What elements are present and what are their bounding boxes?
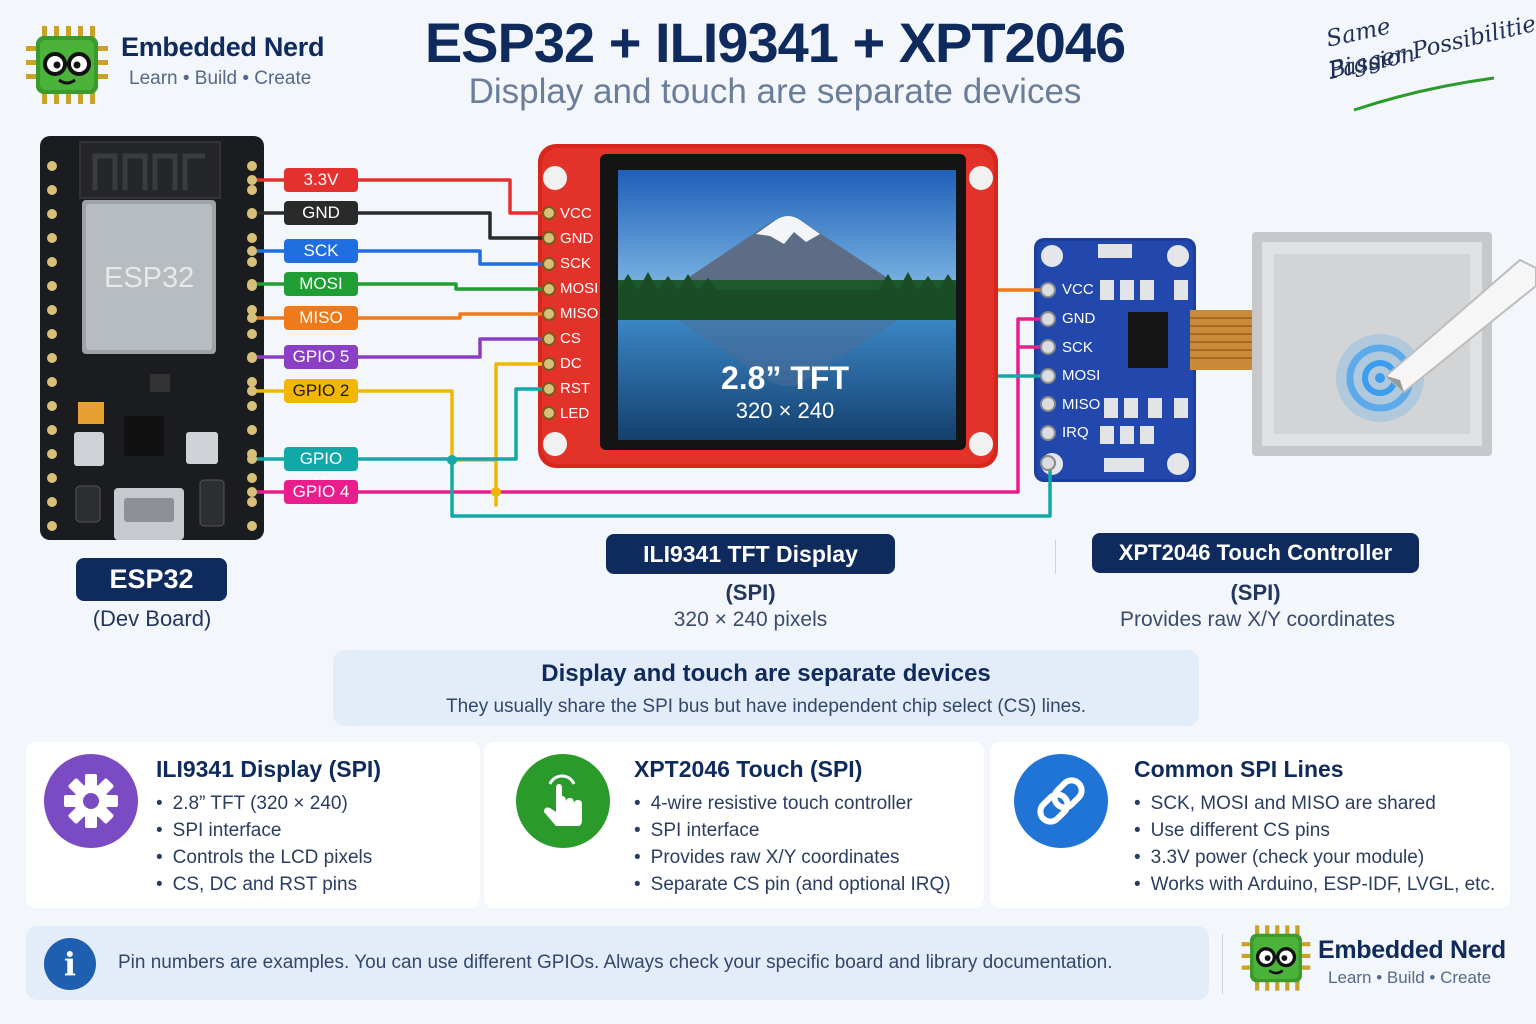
wire-junction <box>447 455 457 465</box>
tft-pin-vcc: VCC <box>560 205 592 222</box>
card-ili9341: ILI9341 Display (SPI) 2.8” TFT (320 × 24… <box>26 742 480 908</box>
divider <box>1055 540 1056 574</box>
brand-tagline: Learn • Build • Create <box>129 68 312 89</box>
tft-pin-led: LED <box>560 405 590 422</box>
wire-touch-irq <box>450 460 1052 518</box>
info-icon: i <box>44 938 96 990</box>
esp32-chip-label: ESP32 <box>104 262 195 294</box>
brand-logo-bottom <box>1240 922 1312 994</box>
touch-pin-miso: MISO <box>1062 396 1101 413</box>
brand-tagline-footer: Learn • Build • Create <box>1328 968 1492 987</box>
chip-mascot-icon <box>1241 925 1311 991</box>
wire-label-gpio-5: GPIO 5 <box>284 345 358 369</box>
tft-badge: ILI9341 TFT Display <box>606 534 895 574</box>
touch-panel <box>1190 230 1536 460</box>
page-subtitle: Display and touch are separate devices <box>468 72 1082 111</box>
note-text: They usually share the SPI bus but have … <box>445 696 1087 717</box>
card-common-spi-item: Works with Arduino, ESP-IDF, LVGL, etc. <box>1134 871 1496 898</box>
card-common-spi-title: Common SPI Lines <box>1134 756 1344 782</box>
wire-label-mosi: MOSI <box>284 272 358 296</box>
card-common-spi-item: SCK, MOSI and MISO are shared <box>1134 790 1495 817</box>
wire-label-gpio-2: GPIO 2 <box>284 379 358 403</box>
info-note: Display and touch are separate devices T… <box>333 650 1199 726</box>
link-icon <box>1014 754 1108 848</box>
esp32-board <box>40 136 264 540</box>
card-xpt2046-item: SPI interface <box>634 817 951 844</box>
chip-mascot-icon <box>26 26 108 104</box>
script-underline <box>1353 76 1495 112</box>
tft-screen-title: 2.8” TFT <box>720 360 849 396</box>
esp32-badge: ESP32 <box>76 558 227 601</box>
card-common-spi: Common SPI Lines SCK, MOSI and MISO are … <box>990 742 1510 908</box>
touch-hand-icon <box>516 754 610 848</box>
footer-note: i Pin numbers are examples. You can use … <box>26 926 1209 1000</box>
wire-junction <box>491 487 501 497</box>
tft-pin-rst: RST <box>560 380 590 397</box>
divider <box>1222 934 1223 994</box>
wire-label-gnd: GND <box>284 201 358 225</box>
card-xpt2046-item: 4-wire resistive touch controller <box>634 790 951 817</box>
card-ili9341-item: Controls the LCD pixels <box>156 844 373 871</box>
page-title: ESP32 + ILI9341 + XPT2046 <box>424 11 1126 74</box>
tft-pin-gnd: GND <box>560 230 594 247</box>
card-common-spi-item: Use different CS pins <box>1134 817 1495 844</box>
touch-protocol: (SPI) <box>1230 580 1281 605</box>
footer-text: Pin numbers are examples. You can use di… <box>118 952 1113 973</box>
card-ili9341-item: SPI interface <box>156 817 372 844</box>
wire-label-gpio-4: GPIO 4 <box>284 480 358 504</box>
brand-name: Embedded Nerd <box>121 32 325 62</box>
tft-pin-sck: SCK <box>560 255 591 272</box>
touch-pin-irq: IRQ <box>1062 424 1089 441</box>
touch-pin-vcc: VCC <box>1062 281 1094 298</box>
tft-caption: 320 × 240 pixels <box>673 608 828 631</box>
card-ili9341-item: 2.8” TFT (320 × 240) <box>156 790 372 817</box>
card-xpt2046-item: Separate CS pin (and optional IRQ) <box>634 871 951 898</box>
tft-pin-miso: MISO <box>560 305 599 322</box>
card-xpt2046-title: XPT2046 Touch (SPI) <box>634 756 863 782</box>
note-title: Display and touch are separate devices <box>541 660 991 687</box>
wire-label-gpio-15: GPIO 15 <box>284 447 358 492</box>
tft-protocol: (SPI) <box>725 580 776 605</box>
esp32-caption: (Dev Board) <box>92 606 212 631</box>
card-ili9341-item: CS, DC and RST pins <box>156 871 372 898</box>
wire-label-sck: SCK <box>284 239 358 263</box>
brand-name-footer: Embedded Nerd <box>1318 936 1506 964</box>
touch-pin-sck: SCK <box>1062 339 1093 356</box>
tft-screen-resolution: 320 × 240 <box>735 398 835 423</box>
card-common-spi-item: 3.3V power (check your module) <box>1134 844 1495 871</box>
tft-pin-mosi: MOSI <box>560 280 599 297</box>
touch-pin-gnd: GND <box>1062 310 1096 327</box>
card-xpt2046-item: Provides raw X/Y coordinates <box>634 844 951 871</box>
card-xpt2046: XPT2046 Touch (SPI) 4-wire resistive tou… <box>484 742 984 908</box>
touch-caption: Provides raw X/Y coordinates <box>1119 608 1396 631</box>
xpt2046-board <box>1034 238 1196 482</box>
wire-label-3-3v: 3.3V <box>284 168 358 192</box>
brand-logo-top <box>24 22 110 108</box>
tft-pin-dc: DC <box>560 355 582 372</box>
wire-label-miso: MISO <box>284 306 358 330</box>
touch-badge: XPT2046 Touch Controller <box>1092 533 1419 573</box>
gear-icon <box>44 754 138 848</box>
tft-pin-cs: CS <box>560 330 581 347</box>
card-ili9341-title: ILI9341 Display (SPI) <box>156 756 381 782</box>
touch-pin-mosi: MOSI <box>1062 367 1101 384</box>
